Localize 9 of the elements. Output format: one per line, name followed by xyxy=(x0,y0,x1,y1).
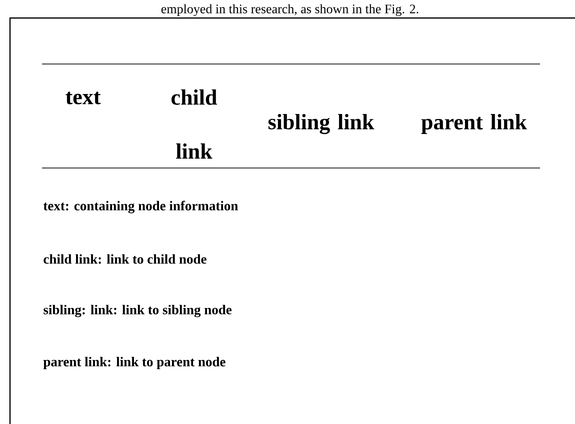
legend-note: parent link: link to parent node xyxy=(43,356,226,370)
caption-text: employed in this research, as shown in the Fig. 2. xyxy=(161,4,418,16)
column-header: parent link xyxy=(421,114,527,134)
column-header: sibling link xyxy=(268,114,374,134)
column-header: text xyxy=(66,92,101,104)
legend-note: child link: link to child node xyxy=(44,254,206,264)
column-header: child link xyxy=(172,89,217,159)
legend-note: text: containing node information xyxy=(43,200,238,214)
legend-note: sibling: link: link to sibling node xyxy=(44,304,232,318)
